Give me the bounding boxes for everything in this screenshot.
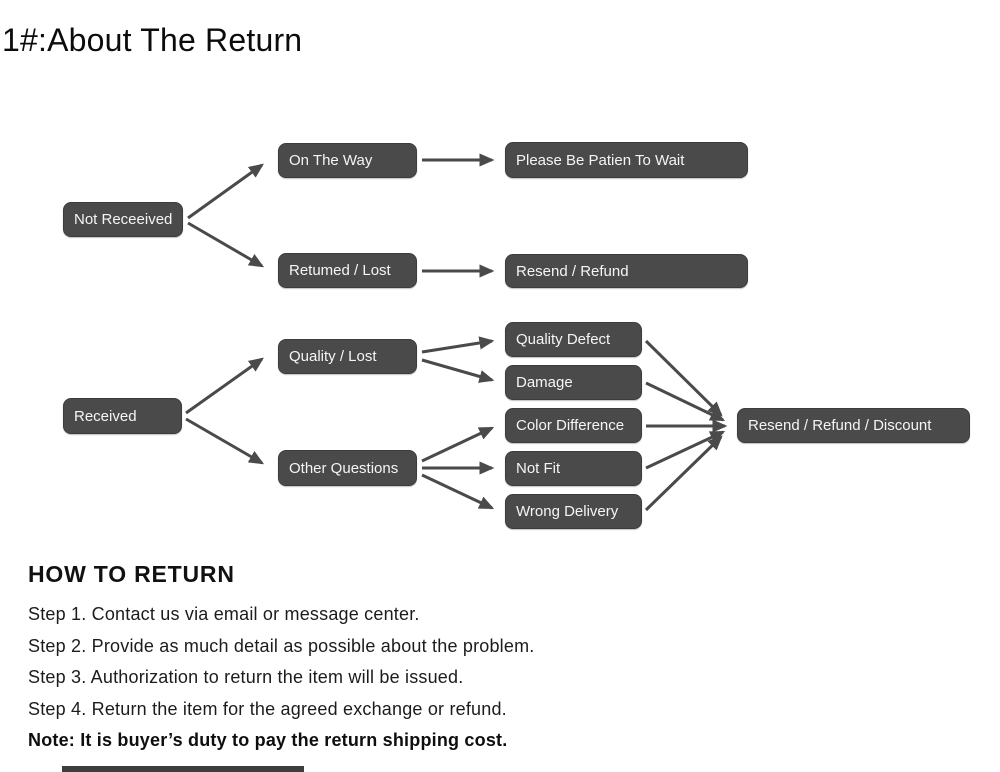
flow-node-quality-lost: Quality / Lost xyxy=(278,339,417,374)
flow-node-received: Received xyxy=(63,398,182,434)
flow-node-not-received: Not Receeived xyxy=(63,202,183,237)
flow-node-returned-lost: Retumed / Lost xyxy=(278,253,417,288)
return-note: Note: It is buyer’s duty to pay the retu… xyxy=(28,730,508,750)
flow-node-quality-defect: Quality Defect xyxy=(505,322,642,357)
page-title: 1#:About The Return xyxy=(2,22,303,58)
return-step-3: Step 3. Authorization to return the item… xyxy=(28,667,464,687)
flow-node-other-questions: Other Questions xyxy=(278,450,417,486)
flow-node-damage: Damage xyxy=(505,365,642,400)
how-to-return-section: HOW TO RETURN Step 1. Contact us via ema… xyxy=(28,561,535,757)
how-to-return-heading: HOW TO RETURN xyxy=(28,561,235,587)
flow-node-resend-refund-discount: Resend / Refund / Discount xyxy=(737,408,970,443)
flow-node-wrong-delivery: Wrong Delivery xyxy=(505,494,642,529)
return-step-4: Step 4. Return the item for the agreed e… xyxy=(28,698,507,719)
flow-node-please-be-patient: Please Be Patien To Wait xyxy=(505,142,748,178)
return-step-2: Step 2. Provide as much detail as possib… xyxy=(28,635,535,656)
flow-node-not-fit: Not Fit xyxy=(505,451,642,486)
flow-node-resend-refund: Resend / Refund xyxy=(505,254,748,288)
cropped-bottom-bar xyxy=(62,766,304,772)
return-step-1: Step 1. Contact us via email or message … xyxy=(28,604,420,624)
flow-node-on-the-way: On The Way xyxy=(278,143,417,178)
flow-node-color-difference: Color Difference xyxy=(505,408,642,443)
